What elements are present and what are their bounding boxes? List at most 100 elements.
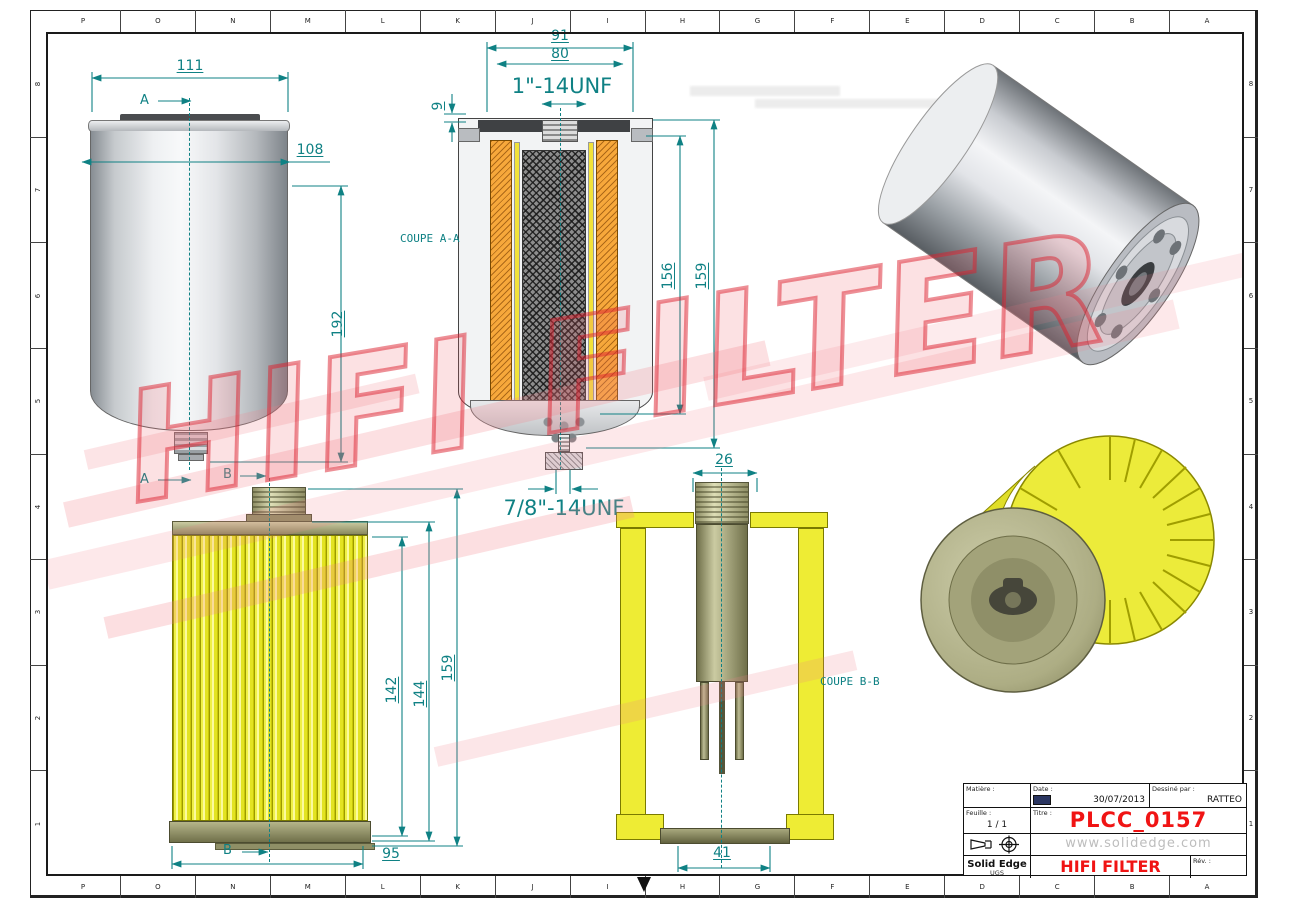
- section-bb-center-pin: [719, 682, 725, 774]
- tb-projection-cell: [964, 834, 1031, 855]
- grid-ref-D: D: [944, 10, 1019, 32]
- tb-sheet-value: 1 / 1: [986, 820, 1008, 830]
- section-aa-media-right: [596, 140, 618, 416]
- website: www.solidedge.com: [1065, 836, 1212, 851]
- center-mark-bottom: [637, 877, 651, 892]
- first-angle-projection-icon: [970, 835, 1019, 854]
- dim-26: 26: [715, 452, 733, 468]
- grid-ref-M: M: [269, 876, 345, 898]
- tb-title-label: Titre :: [1033, 809, 1052, 817]
- grid-ref-B: B: [1094, 10, 1169, 32]
- section-bb-finger: [700, 682, 709, 760]
- grid-ref-2: 2: [30, 664, 46, 771]
- thread-spec-top: 1"-14UNF: [511, 74, 613, 98]
- logo-badge: [1033, 795, 1051, 805]
- grid-ref-A: A: [1169, 10, 1244, 32]
- section-bb-wall-left: [620, 528, 646, 816]
- grid-ref-G: G: [719, 876, 794, 898]
- grid-ref-P: P: [80, 17, 86, 25]
- tb-date-cell: Date : 30/07/2013: [1031, 784, 1150, 807]
- grid-ref-1: 1: [1244, 770, 1258, 876]
- section-aa-bottom-nub: [545, 452, 583, 470]
- grid-ref-A: A: [1169, 876, 1244, 898]
- grid-ref-6: 6: [30, 242, 46, 348]
- grid-ref-3: 3: [30, 559, 46, 665]
- section-marker-b-bottom: B: [223, 843, 232, 858]
- tb-date-label: Date :: [1033, 785, 1053, 793]
- grid-ref-6: 6: [1244, 242, 1258, 348]
- tb-website-cell: www.solidedge.com: [1031, 834, 1246, 855]
- tb-drawnby-cell: Dessiné par : RATTEO: [1150, 784, 1246, 807]
- tb-material-label: Matière :: [966, 785, 995, 793]
- grid-ref-N: N: [194, 10, 270, 32]
- grid-ref-F: F: [794, 10, 869, 32]
- section-aa-rim-right: [631, 128, 653, 142]
- grid-ref-O: O: [119, 10, 195, 32]
- grid-ref-K: K: [419, 10, 495, 32]
- app-name: Solid Edge: [967, 859, 1027, 870]
- grid-ref-7: 7: [30, 136, 46, 243]
- tb-drawnby-label: Dessiné par :: [1152, 785, 1195, 793]
- tb-revision-cell: Rév. :: [1191, 856, 1246, 878]
- section-label-aa: COUPE A-A: [400, 232, 460, 245]
- title-block: Matière : Date : 30/07/2013 Dessiné par …: [963, 783, 1247, 878]
- tb-drawnby-value: RATTEO: [1207, 795, 1242, 805]
- element-pleats: [172, 535, 368, 821]
- grid-ref-4: 4: [30, 453, 46, 560]
- dim-111: 111: [176, 58, 204, 74]
- grid-ref-3: 3: [1244, 559, 1258, 665]
- tb-date-value: 30/07/2013: [1093, 795, 1145, 805]
- side-view-thread-nub: [174, 432, 208, 454]
- element-top-cap: [172, 521, 368, 535]
- grid-ref-D: D: [944, 876, 1019, 898]
- grid-ref-F: F: [794, 876, 869, 898]
- grid-ref-O: O: [119, 876, 195, 898]
- grid-ref-I: I: [569, 876, 645, 898]
- section-bb-finger: [735, 682, 744, 760]
- section-bb-bottom-flange-left: [616, 814, 664, 840]
- grid-ref-8: 8: [1248, 80, 1254, 89]
- grid-ref-J: J: [494, 10, 570, 32]
- grid-ref-K: K: [419, 876, 495, 898]
- section-marker-b-top: B: [223, 467, 232, 482]
- side-view-nub-base: [178, 454, 204, 461]
- centerline: [189, 98, 190, 470]
- sheet-outer-border: [30, 10, 1258, 898]
- element-bottom-cap: [169, 821, 371, 843]
- tb-title-cell: Titre : PLCC_0157: [1031, 808, 1246, 833]
- grid-ref-C: C: [1019, 876, 1094, 898]
- section-bb-flange-left: [616, 512, 694, 528]
- faint-stamp: [755, 99, 1025, 108]
- dim-95: 95: [382, 846, 400, 862]
- grid-ref-P: P: [80, 883, 86, 891]
- grid-ref-G: G: [719, 10, 794, 32]
- grid-ref-M: M: [269, 10, 345, 32]
- grid-ref-N: N: [194, 876, 270, 898]
- centerline: [269, 478, 270, 862]
- section-aa-rim-left: [458, 128, 480, 142]
- grid-ref-4: 4: [1244, 453, 1258, 560]
- thread-spec-bottom: 7/8"-14UNF: [503, 496, 625, 520]
- centerline: [560, 108, 561, 470]
- company-name: HIFI FILTER: [1060, 857, 1161, 876]
- grid-ref-8: 8: [34, 82, 42, 87]
- grid-ref-2: 2: [1244, 664, 1258, 771]
- grid-ref-E: E: [869, 10, 944, 32]
- section-bb-thread-tube: [695, 482, 749, 524]
- section-marker-a-bottom: A: [140, 472, 149, 487]
- dim-108: 108: [296, 142, 324, 158]
- grid-ref-B: B: [1094, 876, 1169, 898]
- grid-ref-7: 7: [1244, 136, 1258, 243]
- iso-view-element: [920, 435, 1215, 693]
- grid-ref-C: C: [1019, 10, 1094, 32]
- grid-ref-1: 1: [30, 770, 46, 876]
- section-aa-center-tube: [522, 150, 586, 408]
- section-label-bb: COUPE B-B: [820, 675, 880, 688]
- tb-sheet-label: Feuille :: [966, 809, 992, 817]
- iso-view-filter: [877, 63, 1200, 366]
- grid-ref-5: 5: [30, 347, 46, 454]
